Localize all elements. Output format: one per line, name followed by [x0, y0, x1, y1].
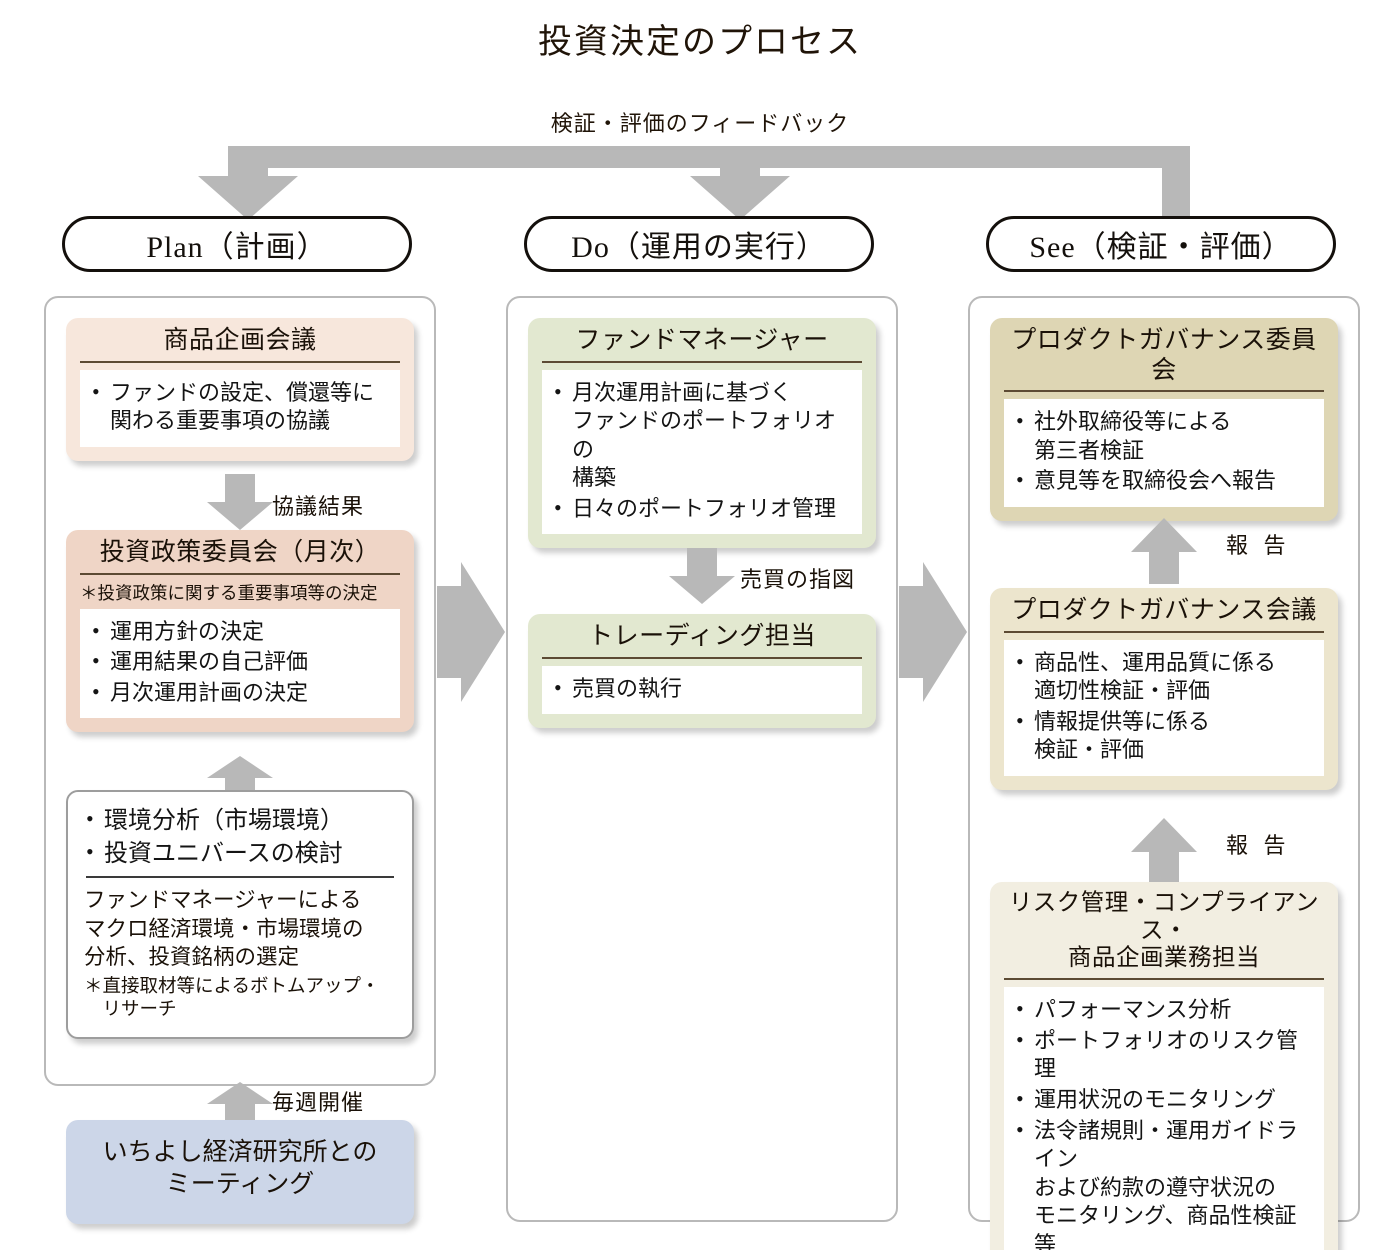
- divider-rule: [86, 876, 394, 879]
- list-item: 社外取締役等による 第三者検証: [1014, 407, 1316, 465]
- card-fund-manager[interactable]: ファンドマネージャー 月次運用計画に基づく ファンドのポートフォリオの 構築 日…: [528, 318, 876, 549]
- card-title: 投資政策委員会（月次）: [99, 539, 381, 566]
- arrow-down-kyogi-icon: [207, 474, 273, 530]
- list-item: 意見等を取締役会へ報告: [1014, 466, 1316, 496]
- bullet-list: 商品性、運用品質に係る 適切性検証・評価 情報提供等に係る 検証・評価: [1014, 647, 1316, 765]
- arrow-label-weekly: 毎週開催: [272, 1090, 365, 1115]
- card-product-governance-committee[interactable]: プロダクトガバナンス委員会 社外取締役等による 第三者検証 意見等を取締役会へ報…: [990, 318, 1338, 521]
- list-item: 日々のポートフォリオ管理: [552, 494, 854, 524]
- card-trading-desk[interactable]: トレーディング担当 売買の執行: [528, 614, 876, 729]
- card-body: 商品性、運用品質に係る 適切性検証・評価 情報提供等に係る 検証・評価: [1004, 639, 1324, 776]
- title-rule: [542, 656, 862, 659]
- card-risk-management[interactable]: リスク管理・コンプライアンス・ 商品企画業務担当 パフォーマンス分析 ポートフォ…: [990, 882, 1338, 1250]
- bullet-list: パフォーマンス分析 ポートフォリオのリスク管理 運用状況のモニタリング 法令諸規…: [1014, 995, 1316, 1250]
- card-subnote: ＊投資政策に関する重要事項等の決定: [80, 582, 378, 603]
- list-item: ファンドの設定、償還等に 関わる重要事項の協議: [90, 377, 392, 436]
- card-body: 売買の執行: [542, 665, 862, 715]
- arrow-up-report-upper-icon: [1131, 518, 1197, 584]
- card-body: 月次運用計画に基づく ファンドのポートフォリオの 構築 日々のポートフォリオ管理: [542, 369, 862, 535]
- arrow-up-weekly-icon: [207, 1082, 273, 1122]
- list-item: パフォーマンス分析: [1014, 995, 1316, 1025]
- card-body: 環境分析（市場環境） 投資ユニバースの検討: [82, 800, 398, 870]
- card-title: 商品企画会議: [163, 327, 317, 354]
- card-product-governance-meeting[interactable]: プロダクトガバナンス会議 商品性、運用品質に係る 適切性検証・評価 情報提供等に…: [990, 588, 1338, 790]
- phase-header-see[interactable]: See（検証・評価）: [986, 216, 1336, 272]
- list-item: 運用状況のモニタリング: [1014, 1085, 1316, 1115]
- arrow-down-trade-order-icon: [669, 548, 735, 604]
- arrow-label-kyogi: 協議結果: [272, 494, 365, 519]
- list-item: 売買の執行: [552, 674, 854, 704]
- card-title: リスク管理・コンプライアンス・ 商品企画業務担当: [1008, 890, 1320, 972]
- arrow-label-report-lower: 報 告: [1226, 833, 1291, 858]
- analysis-note: ＊直接取材等によるボトムアップ・ リサーチ: [84, 976, 380, 1021]
- card-title: プロダクトガバナンス会議: [1011, 597, 1317, 624]
- page-title: 投資決定のプロセス: [538, 24, 862, 61]
- arrow-right-plan-to-do-icon: [437, 562, 505, 702]
- card-body: 運用方針の決定 運用結果の自己評価 月次運用計画の決定: [80, 608, 400, 719]
- feedback-label: 検証・評価のフィードバック: [550, 111, 850, 136]
- arrow-right-do-to-see-icon: [899, 562, 967, 702]
- list-item: 運用方針の決定: [90, 617, 392, 647]
- bullet-list: 環境分析（市場環境） 投資ユニバースの検討: [84, 805, 396, 870]
- card-label: いちよし経済研究所との ミーティング: [102, 1138, 378, 1199]
- card-title: トレーディング担当: [588, 623, 816, 650]
- bullet-list: 月次運用計画に基づく ファンドのポートフォリオの 構築 日々のポートフォリオ管理: [552, 377, 854, 524]
- list-item: 投資ユニバースの検討: [84, 838, 396, 870]
- bullet-list: ファンドの設定、償還等に 関わる重要事項の協議: [90, 377, 392, 436]
- title-rule: [1004, 978, 1324, 981]
- arrow-up-analysis-icon: [207, 756, 273, 796]
- card-environment-analysis[interactable]: 環境分析（市場環境） 投資ユニバースの検討 ファンドマネージャーによる マクロ経…: [66, 790, 414, 1039]
- list-item: 環境分析（市場環境）: [84, 805, 396, 837]
- card-body: パフォーマンス分析 ポートフォリオのリスク管理 運用状況のモニタリング 法令諸規…: [1004, 987, 1324, 1250]
- list-item: ポートフォリオのリスク管理: [1014, 1026, 1316, 1084]
- bullet-list: 運用方針の決定 運用結果の自己評価 月次運用計画の決定: [90, 617, 392, 708]
- list-item: 法令諸規則・運用ガイドライン および約款の遵守状況の モニタリング、商品性検証 …: [1014, 1116, 1316, 1250]
- card-body: 社外取締役等による 第三者検証 意見等を取締役会へ報告: [1004, 399, 1324, 507]
- bullet-list: 社外取締役等による 第三者検証 意見等を取締役会へ報告: [1014, 407, 1316, 496]
- title-rule: [1004, 390, 1324, 392]
- phase-header-do[interactable]: Do（運用の実行）: [524, 216, 874, 272]
- arrow-label-trade-order: 売買の指図: [740, 567, 856, 592]
- card-investment-policy-committee[interactable]: 投資政策委員会（月次） ＊投資政策に関する重要事項等の決定 運用方針の決定 運用…: [66, 530, 414, 733]
- arrow-up-report-lower-icon: [1131, 818, 1197, 884]
- list-item: 情報提供等に係る 検証・評価: [1014, 707, 1316, 765]
- card-ichiyoshi-meeting[interactable]: いちよし経済研究所との ミーティング: [66, 1120, 414, 1224]
- card-product-planning-meeting[interactable]: 商品企画会議 ファンドの設定、償還等に 関わる重要事項の協議: [66, 318, 414, 461]
- analysis-detail: ファンドマネージャーによる マクロ経済環境・市場環境の 分析、投資銘柄の選定: [84, 888, 364, 970]
- title-rule: [80, 360, 400, 363]
- card-body: ファンドの設定、償還等に 関わる重要事項の協議: [80, 369, 400, 447]
- list-item: 運用結果の自己評価: [90, 647, 392, 677]
- phase-header-plan[interactable]: Plan（計画）: [62, 216, 412, 272]
- title-rule: [80, 572, 400, 575]
- title-rule: [1004, 630, 1324, 633]
- card-title: ファンドマネージャー: [575, 327, 829, 354]
- feedback-arrow-icon: [198, 146, 1190, 220]
- bullet-list: 売買の執行: [552, 674, 854, 704]
- arrow-label-report-upper: 報 告: [1226, 533, 1291, 558]
- card-title: プロダクトガバナンス委員会: [1011, 327, 1317, 384]
- list-item: 商品性、運用品質に係る 適切性検証・評価: [1014, 647, 1316, 706]
- title-rule: [542, 360, 862, 363]
- list-item: 月次運用計画の決定: [90, 678, 392, 708]
- list-item: 月次運用計画に基づく ファンドのポートフォリオの 構築: [552, 377, 854, 493]
